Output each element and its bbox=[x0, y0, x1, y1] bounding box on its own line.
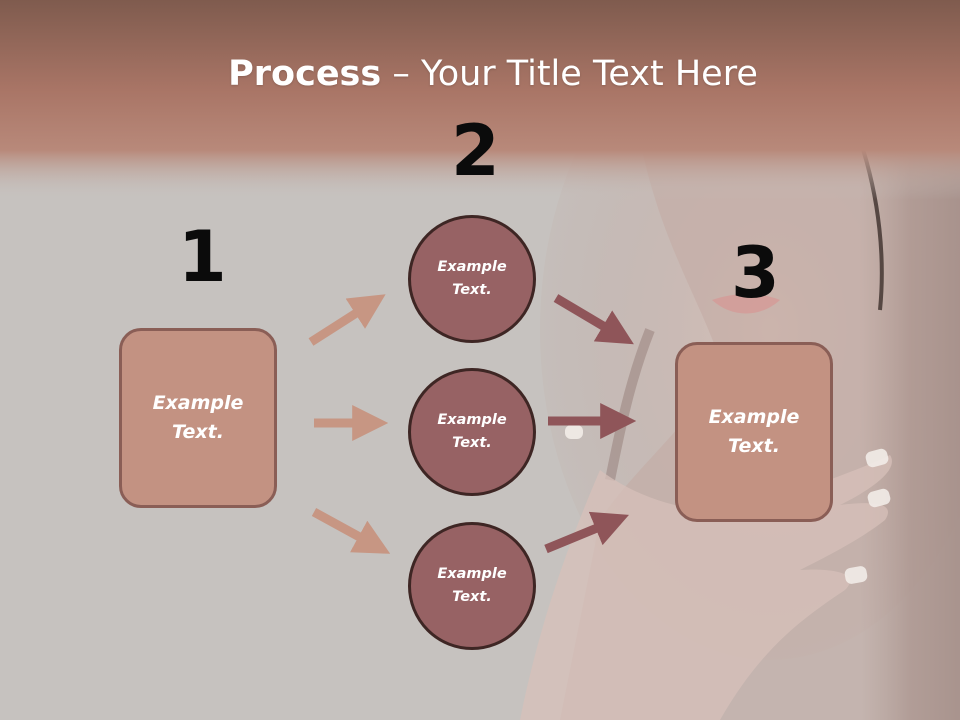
circle-3-line1: Example bbox=[437, 566, 507, 582]
left-text-box[interactable]: Example Text. bbox=[119, 328, 277, 508]
left-box-line1: Example bbox=[152, 392, 244, 414]
circle-node-1[interactable]: Example Text. bbox=[408, 215, 536, 343]
circle-node-2[interactable]: Example Text. bbox=[408, 368, 536, 496]
title-bold: Process bbox=[228, 54, 382, 94]
arrow-from-circle-3 bbox=[544, 511, 629, 554]
circle-node-3[interactable]: Example Text. bbox=[408, 522, 536, 650]
circle-1-line1: Example bbox=[437, 259, 507, 275]
step-number-2: 2 bbox=[451, 110, 500, 192]
title-rest: – Your Title Text Here bbox=[381, 54, 758, 94]
circle-1-line2: Text. bbox=[452, 282, 492, 298]
left-box-line2: Text. bbox=[172, 421, 224, 443]
right-box-line1: Example bbox=[708, 406, 800, 428]
circle-3-line2: Text. bbox=[452, 589, 492, 605]
circle-2-line1: Example bbox=[437, 412, 507, 428]
circle-2-line2: Text. bbox=[452, 435, 492, 451]
right-text-box[interactable]: Example Text. bbox=[675, 342, 833, 522]
slide-title: Process – Your Title Text Here bbox=[0, 52, 960, 96]
arrow-to-circle-1 bbox=[308, 294, 386, 346]
arrow-to-circle-3 bbox=[311, 508, 391, 554]
right-box-line2: Text. bbox=[728, 435, 780, 457]
step-number-3: 3 bbox=[731, 232, 780, 314]
step-number-1: 1 bbox=[178, 216, 227, 298]
arrow-from-circle-1 bbox=[553, 294, 634, 345]
